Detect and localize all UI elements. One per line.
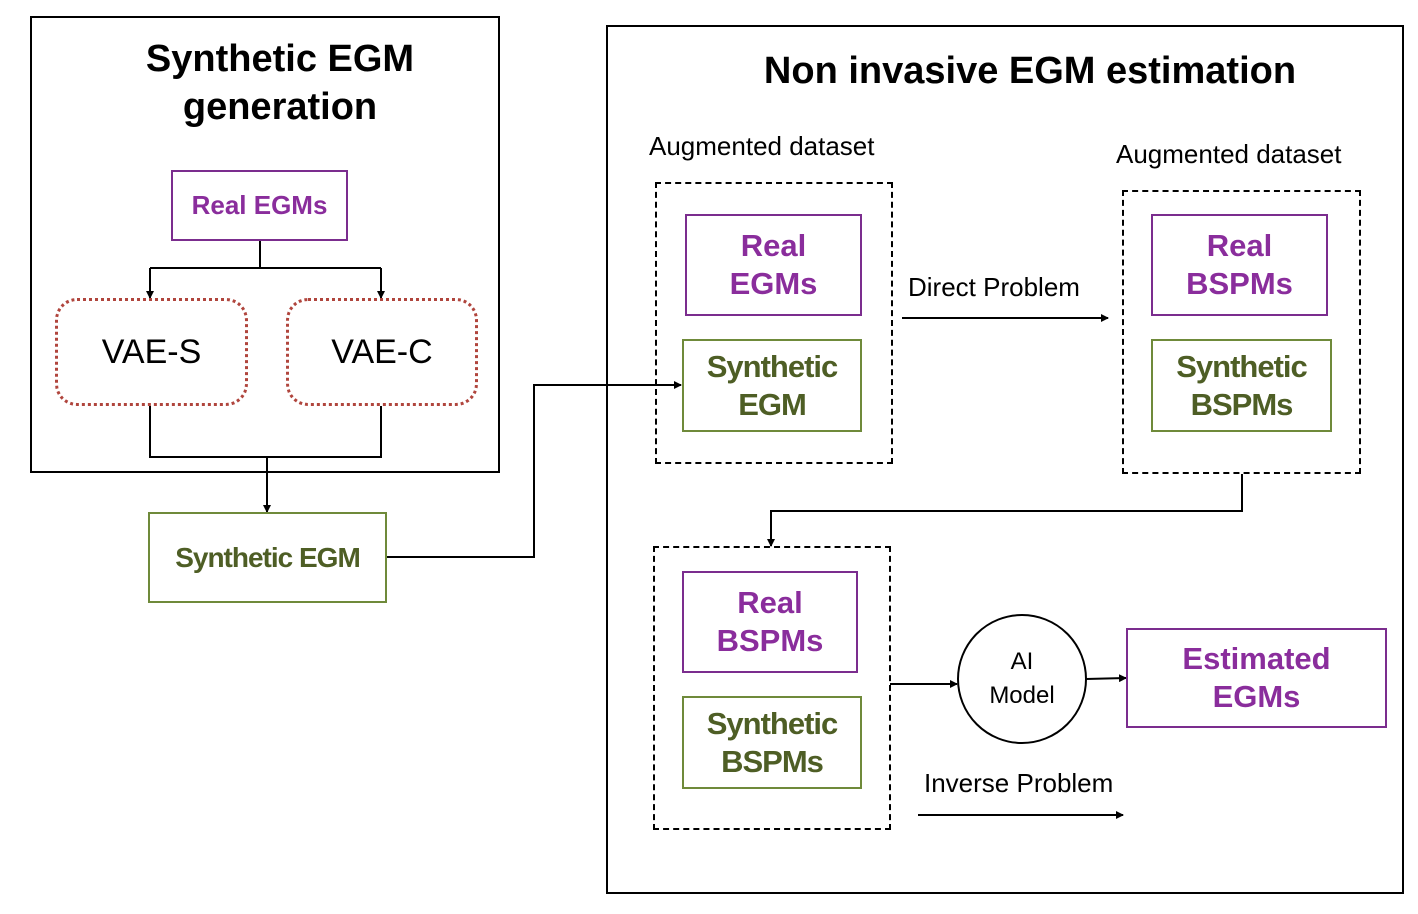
augmented-dataset-1 [655, 182, 893, 464]
augmented-dataset-label-2: Augmented dataset [1116, 139, 1342, 169]
vae-c-box: VAE-C [286, 298, 478, 406]
right-panel-title: Non invasive EGM estimation [763, 50, 1297, 92]
real-bspms-box-1: Real BSPMs [1151, 214, 1328, 316]
real-egms-box: Real EGMs [171, 170, 348, 241]
synthetic-egm-generation-panel [30, 16, 500, 473]
direct-problem-label: Direct Problem [908, 272, 1080, 302]
estimated-egms-box: Estimated EGMs [1126, 628, 1387, 728]
connector-real-to-vae-split [150, 240, 381, 269]
synthetic-bspms-box-2: Synthetic BSPMs [682, 696, 862, 789]
synthetic-egm-output-box: Synthetic EGM [148, 512, 387, 603]
augmented-dataset-3 [653, 546, 891, 830]
synthetic-egm-dataset-box: Synthetic EGM [682, 339, 862, 432]
augmented-dataset-label-1: Augmented dataset [649, 131, 875, 161]
real-bspms-box-2: Real BSPMs [682, 571, 858, 673]
vae-s-box: VAE-S [55, 298, 248, 406]
ai-model-circle: AI Model [957, 614, 1087, 744]
arrow-to-estimated [1085, 674, 1127, 683]
non-invasive-egm-estimation-panel [606, 25, 1404, 894]
left-panel-title: Synthetic EGM generation [145, 38, 415, 128]
synthetic-bspms-box-1: Synthetic BSPMs [1151, 339, 1332, 432]
connector-vae-merge [149, 406, 382, 458]
inverse-problem-label: Inverse Problem [924, 768, 1114, 798]
real-egms-dataset-box: Real EGMs [685, 214, 862, 316]
arrow-dataset2-to-dataset3 [767, 474, 1243, 547]
augmented-dataset-2 [1122, 190, 1361, 474]
